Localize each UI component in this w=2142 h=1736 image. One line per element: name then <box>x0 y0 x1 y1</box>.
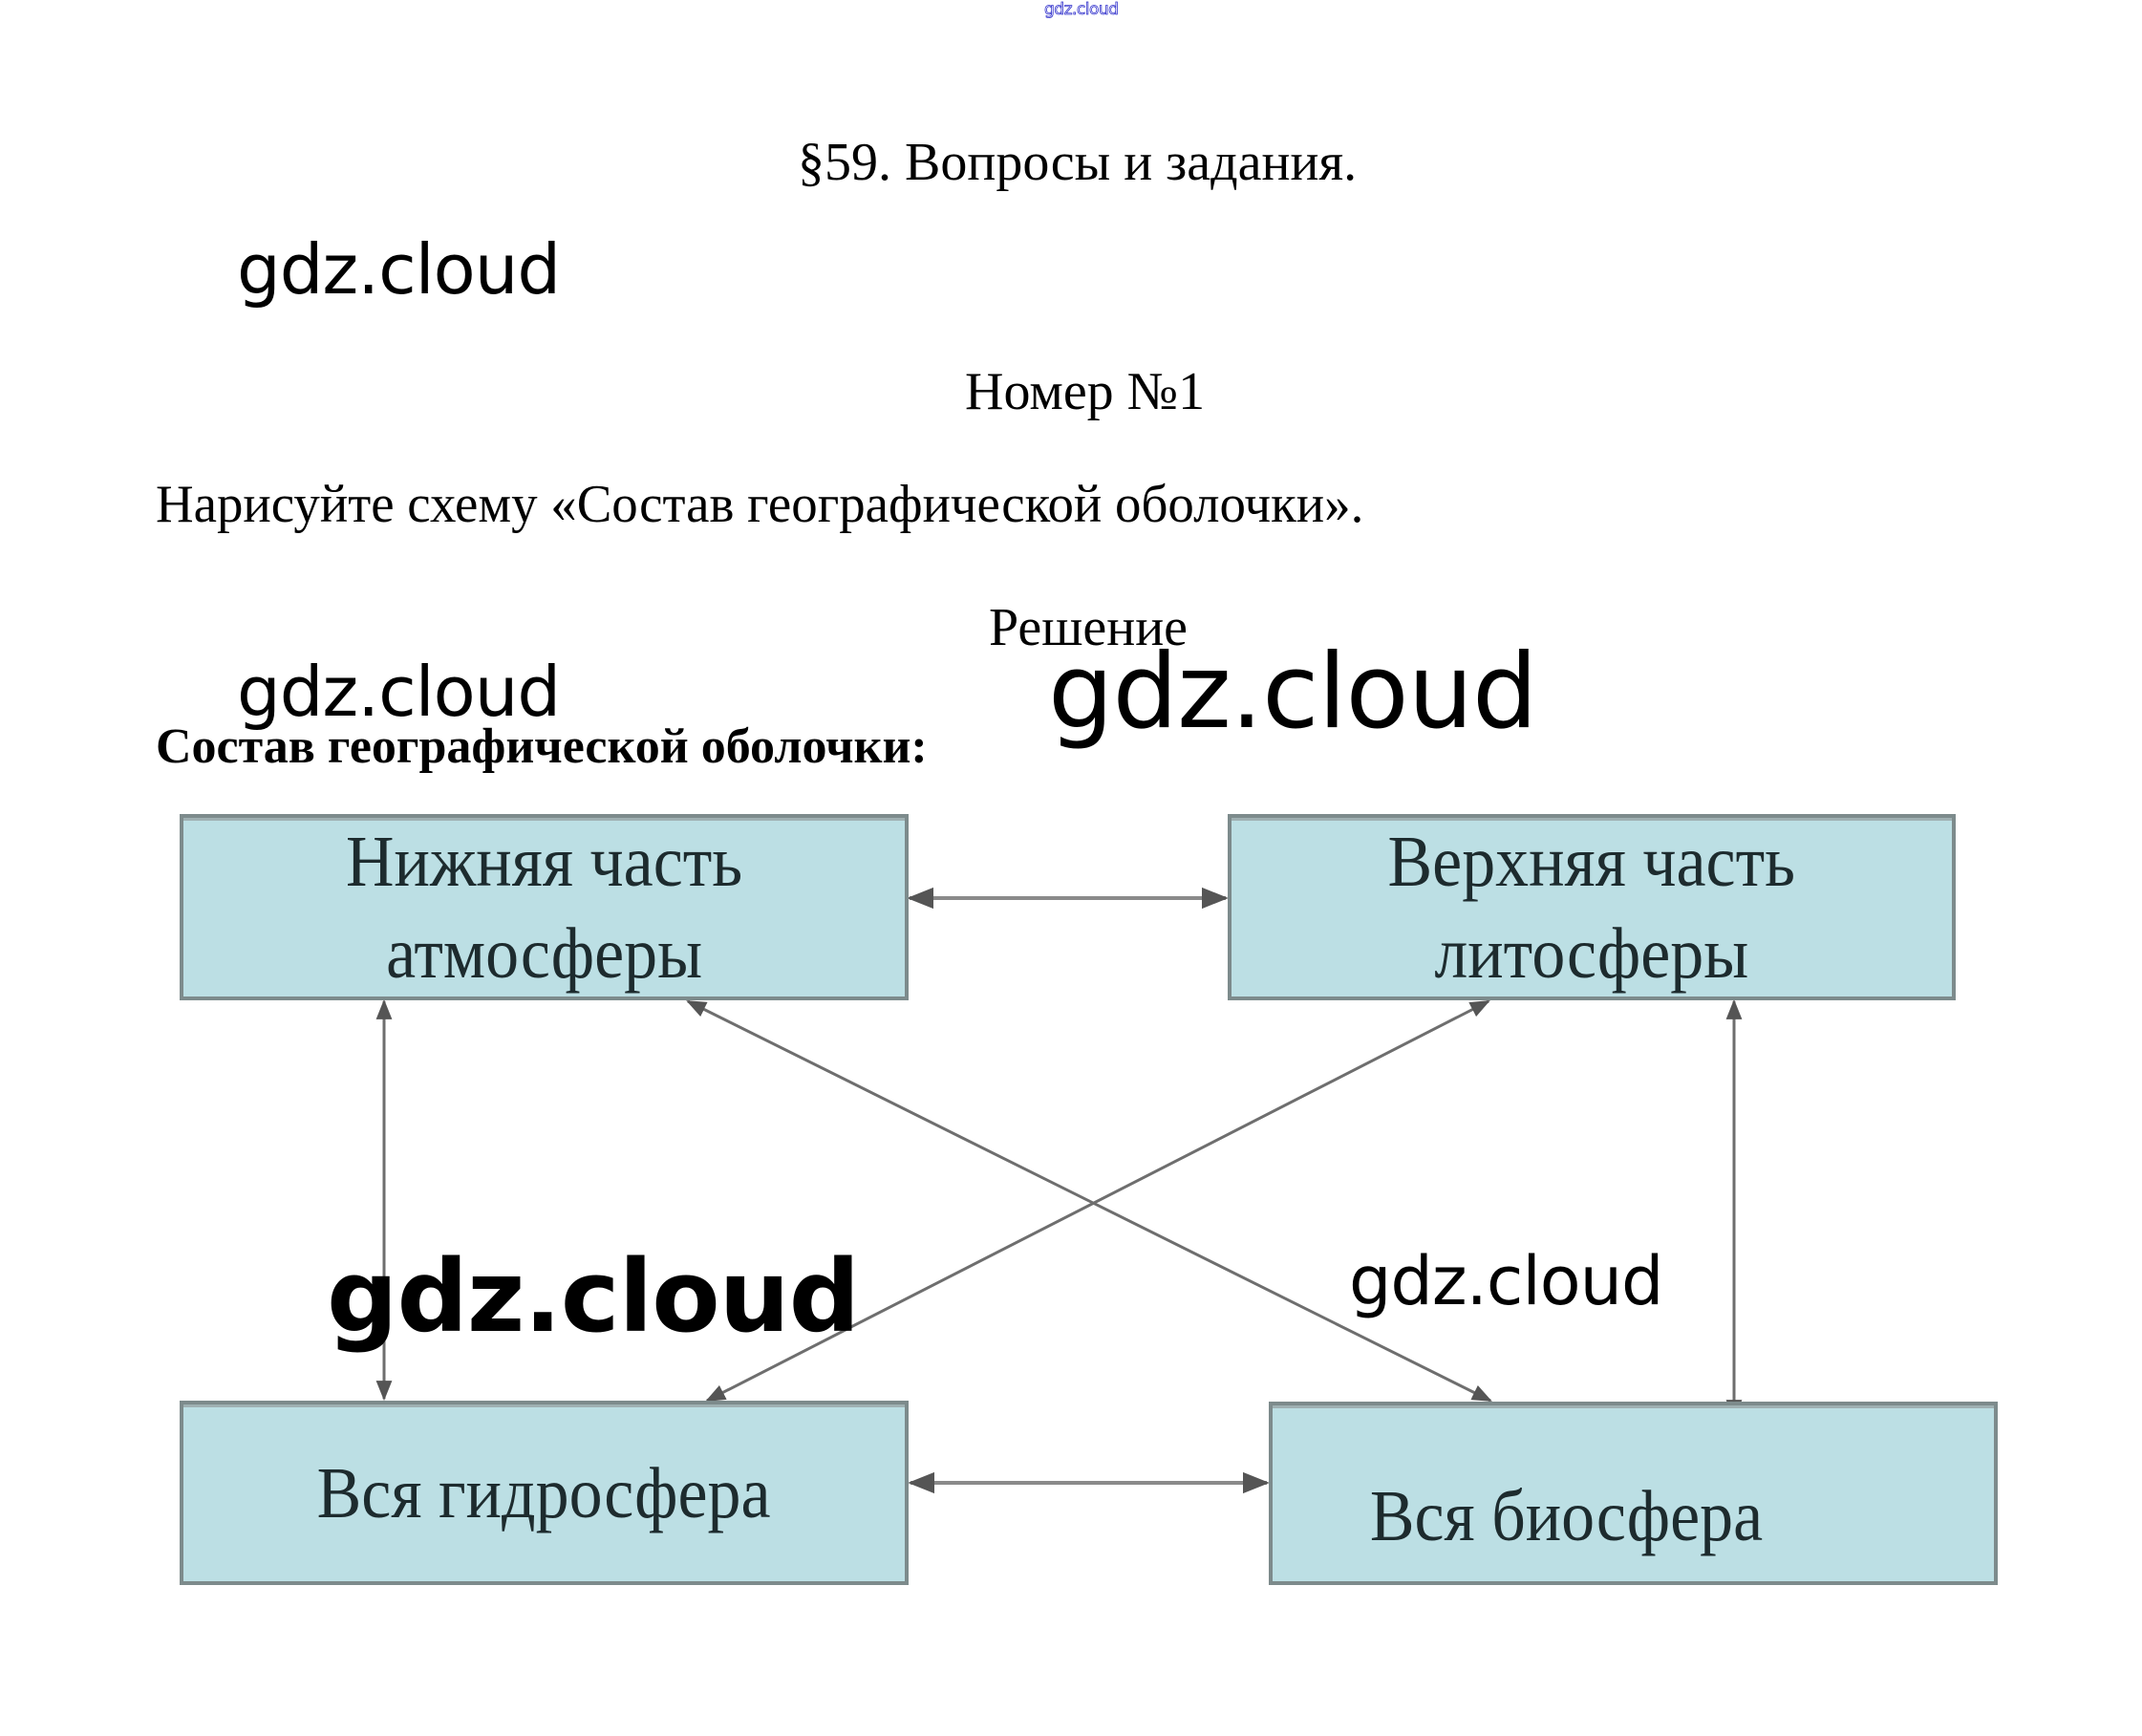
node-label-line2: литосферы <box>1434 912 1749 994</box>
exercise-number: Номер №1 <box>965 362 1206 421</box>
diagram-heading: Состав географической оболочки: <box>156 719 928 774</box>
watermark-top: gdz.cloud <box>1044 0 1120 19</box>
node-label-line2: атмосферы <box>386 912 702 994</box>
watermark: gdz.cloud <box>237 652 561 732</box>
node-hydrosphere: Вся гидросфера <box>180 1401 909 1585</box>
watermark: gdz.cloud <box>237 229 561 310</box>
solution-label: Решение <box>989 598 1189 657</box>
watermark: gdz.cloud <box>1349 1242 1663 1320</box>
node-label-line1: Верхняя часть <box>1387 821 1796 902</box>
watermark: gdz.cloud <box>1048 632 1538 752</box>
node-label: Вся биосфера <box>1369 1476 1764 1556</box>
node-biosphere: Вся биосфера <box>1269 1402 1998 1585</box>
node-lower-atmosphere: Нижняя часть атмосферы <box>180 814 909 1000</box>
task-text: Нарисуйте схему «Состав географической о… <box>156 475 1364 534</box>
link-lithosphere-hydrosphere <box>705 999 1490 1403</box>
section-title: §59. Вопросы и задания. <box>798 133 1358 192</box>
node-label-line1: Нижняя часть <box>345 821 743 902</box>
watermark: gdz.cloud <box>327 1238 860 1355</box>
node-label: Вся гидросфера <box>317 1452 771 1533</box>
node-upper-lithosphere: Верхняя часть литосферы <box>1228 814 1956 1000</box>
